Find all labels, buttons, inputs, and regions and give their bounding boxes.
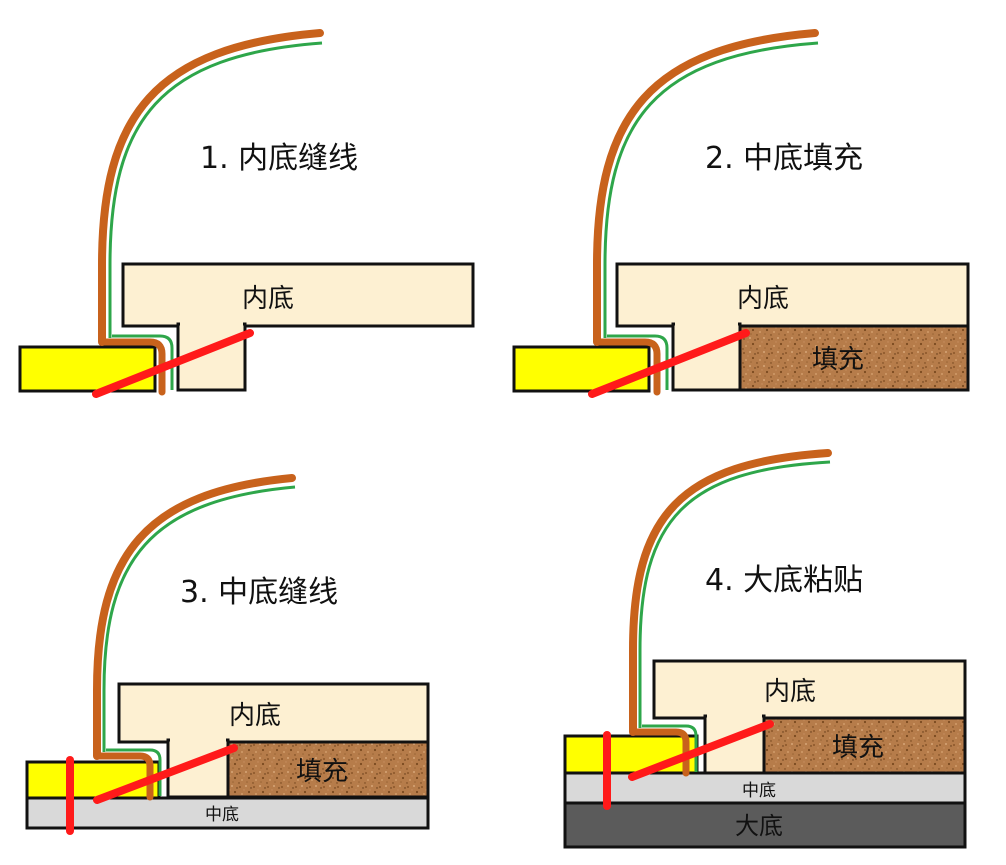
panel-3-welt bbox=[25, 760, 161, 800]
panel-4-welt-stitch bbox=[628, 720, 774, 781]
panel-4-filler bbox=[762, 716, 967, 775]
panel-3-insole-rib bbox=[166, 738, 230, 799]
panel-3-filler-label: 填充 bbox=[296, 757, 348, 787]
panel-1-leather-wrap bbox=[98, 338, 166, 396]
panel-1-title: 1. 内底缝线 bbox=[200, 141, 358, 176]
panel-1-insole-joint bbox=[180, 322, 243, 328]
panel-4-upper-leather bbox=[629, 449, 832, 736]
panel-3-filler bbox=[226, 740, 430, 799]
panel-2-insole-label: 内底 bbox=[737, 284, 789, 314]
panel-2-lining-wrap bbox=[607, 334, 669, 390]
panel-3-upper-lining bbox=[102, 485, 296, 752]
panel-1: 1. 内底缝线 内底 bbox=[18, 29, 475, 398]
panel-2-welt bbox=[512, 345, 651, 393]
panel-2-upper-lining bbox=[603, 41, 819, 338]
panel-2: 2. 中底填充 内底 填充 bbox=[512, 29, 970, 398]
panel-1-stitch bbox=[92, 329, 254, 398]
panel-3-insole-joint bbox=[170, 738, 226, 744]
panel-1-insole-label: 内底 bbox=[242, 284, 294, 314]
panel-2-leather-wrap bbox=[593, 338, 661, 396]
panel-4-lining-wrap bbox=[642, 724, 698, 772]
panel-4-outsole-label: 大底 bbox=[735, 812, 783, 840]
panel-3-title: 3. 中底缝线 bbox=[180, 575, 338, 610]
panel-4-insole-label: 内底 bbox=[764, 677, 816, 707]
panel-2-insole-plate bbox=[615, 262, 970, 328]
panel-4-upper-lining bbox=[638, 460, 831, 728]
panel-1-insole-plate bbox=[121, 262, 475, 328]
panel-3-insole-label: 内底 bbox=[229, 701, 281, 731]
panel-4-insole-plate bbox=[652, 659, 967, 720]
panel-4-outsole bbox=[563, 801, 967, 849]
panel-1-upper-lining bbox=[108, 41, 323, 338]
panel-3-lining-wrap bbox=[106, 748, 162, 796]
panel-1-lining-wrap bbox=[112, 334, 174, 390]
panel-2-insole-joint bbox=[675, 322, 738, 328]
panel-2-stitch bbox=[588, 329, 750, 398]
panel-4-welt bbox=[563, 734, 699, 775]
panel-2-title: 2. 中底填充 bbox=[705, 141, 863, 176]
panel-3-midsole bbox=[25, 796, 430, 830]
panel-4-midsole-label: 中底 bbox=[742, 781, 776, 801]
panel-3-insole-plate bbox=[117, 682, 430, 744]
panel-1-upper-leather bbox=[98, 29, 324, 346]
panel-4-leather-wrap bbox=[629, 728, 690, 777]
panel-3-welt-stitch-old bbox=[93, 744, 238, 804]
panel-4-title: 4. 大底粘贴 bbox=[705, 563, 863, 598]
panel-4-insole-joint bbox=[707, 714, 762, 720]
panel-2-upper-leather bbox=[593, 29, 819, 346]
panel-1-welt bbox=[18, 345, 157, 393]
panel-3-leather-wrap bbox=[93, 752, 154, 801]
panel-2-filler bbox=[738, 324, 970, 392]
panel-4-filler-label: 填充 bbox=[832, 733, 884, 763]
panel-3-upper-leather bbox=[93, 474, 296, 760]
panel-4: 4. 大底粘贴 内底 填充 中底 大底 bbox=[563, 449, 967, 849]
panel-2-filler-label: 填充 bbox=[812, 345, 864, 375]
panel-3-midsole-label: 中底 bbox=[205, 805, 239, 825]
panel-3: 3. 中底缝线 内底 填充 中底 bbox=[25, 474, 430, 835]
